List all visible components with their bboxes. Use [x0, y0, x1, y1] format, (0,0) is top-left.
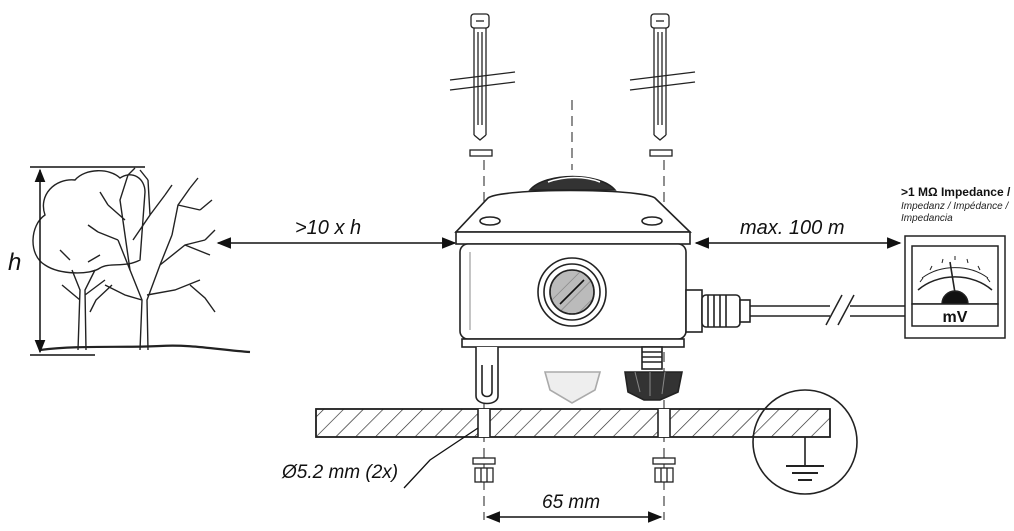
height-label: h [8, 249, 21, 276]
spacing-label: 65 mm [542, 492, 600, 513]
millivolt-meter [904, 235, 1006, 339]
mounting-screw-right [629, 13, 696, 157]
nuts [472, 457, 676, 483]
mounting-screw-left [449, 13, 516, 157]
meter-unit-label: mV [943, 309, 968, 326]
cable-length-label: max. 100 m [740, 217, 844, 239]
height-dimension [30, 166, 145, 356]
distance-label: >10 x h [295, 217, 361, 239]
impedance-title: >1 MΩ Impedance / [901, 185, 1011, 199]
pyranometer [454, 175, 751, 405]
impedance-line-2: Impedanz / Impédance / [901, 201, 1010, 212]
hole-diameter-label: Ø5.2 mm (2x) [281, 462, 398, 483]
impedance-line-3: Impedancia [901, 213, 953, 224]
hole-leader-line [403, 427, 479, 489]
obstacle-trees [32, 167, 251, 354]
mounting-plate [315, 408, 831, 438]
cable [750, 294, 905, 326]
ground-symbol [752, 389, 858, 495]
